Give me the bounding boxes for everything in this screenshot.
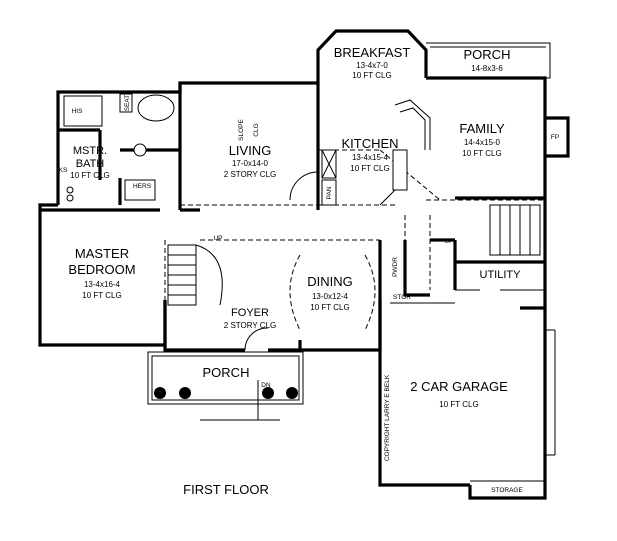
labels: BREAKFAST 13-4x7-0 10 FT CLG PORCH 14-8x… [59, 45, 559, 497]
seat-label: SEAT [124, 95, 131, 112]
garage-clg: 10 FT CLG [439, 400, 478, 409]
stair-up-label: UP [213, 235, 222, 242]
kitchen-dims: 13-4x15-4 [352, 153, 389, 162]
utility-name: UTILITY [480, 269, 522, 281]
foyer-name: FOYER [231, 307, 269, 319]
porch-front-name: PORCH [203, 365, 250, 380]
master-bedroom-dims: 13-4x16-4 [84, 280, 121, 289]
pan-label: PAN [326, 186, 333, 199]
front-porch [147, 351, 304, 421]
master-bedroom-name-1: MASTER [75, 246, 129, 261]
bath-fixtures [63, 93, 175, 202]
dining-clg: 10 FT CLG [310, 303, 349, 312]
porch-dn-label: DN [261, 382, 271, 389]
master-bath-clg: 10 FT CLG [70, 171, 109, 180]
rear-up-label: UP [444, 238, 453, 245]
garage-name: 2 CAR GARAGE [410, 379, 508, 394]
foyer-clg: 2 STORY CLG [224, 321, 276, 330]
kitchen-counters [321, 99, 431, 206]
slope-label: SLOPE [238, 119, 245, 141]
stairs [167, 204, 541, 306]
dining-dims: 13-0x12-4 [312, 292, 349, 301]
front-door-swing [244, 327, 269, 351]
exterior-walls [38, 29, 570, 500]
kitchen-name: KITCHEN [341, 136, 398, 151]
stor-label: STOR [393, 294, 411, 301]
breakfast-clg: 10 FT CLG [352, 71, 391, 80]
porch-rear-dims: 14-8x3-6 [471, 64, 503, 73]
family-dims: 14-4x15-0 [464, 138, 501, 147]
dining-name: DINING [307, 274, 353, 289]
slope-clg-label: CLG [253, 123, 260, 136]
fp-label: FP [551, 134, 559, 141]
family-name: FAMILY [459, 121, 505, 136]
master-bedroom-clg: 10 FT CLG [82, 291, 121, 300]
porch-rear-name: PORCH [464, 47, 511, 62]
hers-label: HERS [133, 183, 152, 190]
his-label: HIS [72, 108, 84, 115]
living-dims: 17-0x14-0 [232, 159, 269, 168]
plan-title: FIRST FLOOR [183, 482, 269, 497]
storage-label: STORAGE [491, 487, 523, 494]
master-bath-name-1: MSTR. [73, 145, 107, 157]
ks-label: KS [59, 167, 68, 174]
living-name: LIVING [229, 143, 272, 158]
family-clg: 10 FT CLG [462, 149, 501, 158]
breakfast-dims: 13-4x7-0 [356, 61, 388, 70]
living-door-swing [289, 171, 319, 201]
living-clg: 2 STORY CLG [224, 170, 276, 179]
master-bath-name-2: BATH [76, 158, 105, 170]
copyright-text: COPYRIGHT LARRY E BELK [384, 374, 391, 461]
master-bedroom-name-2: BEDROOM [68, 262, 135, 277]
breakfast-name: BREAKFAST [334, 45, 411, 60]
kitchen-clg: 10 FT CLG [350, 164, 389, 173]
pwdr-label: PWDR [392, 257, 399, 277]
